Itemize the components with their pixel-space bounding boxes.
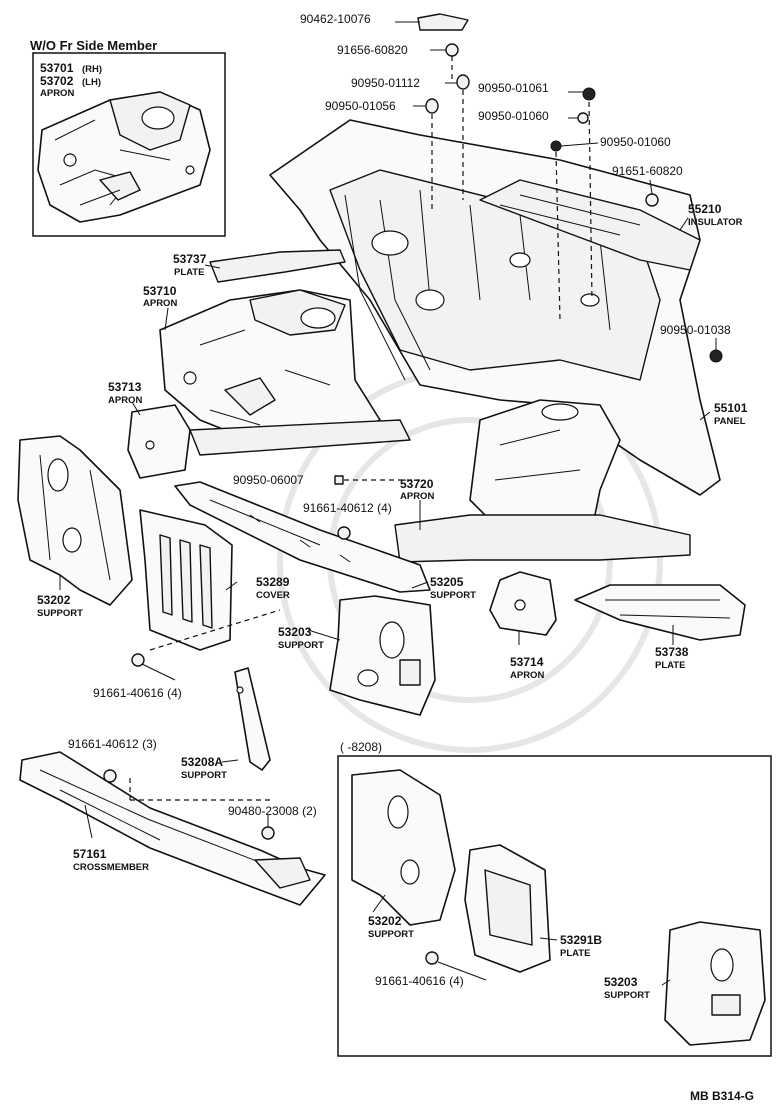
part-55210-insulator — [479, 179, 701, 271]
bolt-91651 — [645, 193, 659, 207]
name-53714: APRON — [510, 670, 544, 681]
label-53289: 53289 — [256, 575, 290, 589]
name-53291b: PLATE — [560, 948, 590, 959]
name-55101: PANEL — [714, 416, 746, 427]
part-53291b-plate — [464, 844, 551, 973]
label-91661-40612-b: 91661-40612 (3) — [68, 737, 157, 751]
leader-lines — [59, 21, 717, 986]
part-53202-support-inset — [351, 769, 456, 926]
name-53737: PLATE — [174, 267, 204, 278]
inset2-frame — [337, 755, 772, 1057]
label-53208a: 53208A — [181, 755, 223, 769]
name-53713: APRON — [108, 395, 142, 406]
diagram-code: MB B314-G — [690, 1089, 754, 1103]
bolt-91661-40612-a — [337, 526, 351, 540]
name-53738: PLATE — [655, 660, 685, 671]
part-53714-apron — [489, 571, 557, 636]
inset-header: W/O Fr Side Member — [30, 38, 157, 53]
label-53203-main: 53203 — [278, 625, 312, 639]
label-90950-01061: 90950-01061 — [478, 81, 549, 95]
name-53203-main: SUPPORT — [278, 640, 324, 651]
label-53291b: 53291B — [560, 933, 602, 947]
part-53713-apron — [127, 404, 191, 479]
label-90950-01060-a: 90950-01060 — [478, 109, 549, 123]
label-90950-06007: 90950-06007 — [233, 473, 304, 487]
label-90480-23008: 90480-23008 (2) — [228, 804, 317, 818]
name-53720: APRON — [400, 491, 434, 502]
part-53203-support-inset — [664, 921, 766, 1046]
clip-90462 — [417, 13, 469, 31]
part-53202-support-main — [17, 435, 133, 606]
name-53202-inset: SUPPORT — [368, 929, 414, 940]
part-53208a-support — [234, 667, 271, 771]
label-53710: 53710 — [143, 284, 177, 298]
name-53202-main: SUPPORT — [37, 608, 83, 619]
name-53289: COVER — [256, 590, 290, 601]
label-90950-01112: 90950-01112 — [351, 76, 420, 90]
inset-part-lh-suffix: (LH) — [82, 77, 101, 88]
label-91651-60820: 91651-60820 — [612, 164, 683, 178]
name-53710: APRON — [143, 298, 177, 309]
name-57161: CROSSMEMBER — [73, 862, 149, 873]
part-57161-crossmember — [19, 751, 326, 906]
label-53203-inset: 53203 — [604, 975, 638, 989]
label-91661-40612-a: 91661-40612 (4) — [303, 501, 392, 515]
label-91661-40616-a: 91661-40616 (4) — [93, 686, 182, 700]
label-53714: 53714 — [510, 655, 544, 669]
nut-90480 — [261, 826, 275, 840]
label-53720: 53720 — [400, 477, 434, 491]
grommet-90950-01038 — [709, 349, 723, 363]
label-57161: 57161 — [73, 847, 107, 861]
label-90950-01060-b: 90950-01060 — [600, 135, 671, 149]
label-53713: 53713 — [108, 380, 142, 394]
label-90462-10076: 90462-10076 — [300, 12, 371, 26]
label-53202-inset: 53202 — [368, 914, 402, 928]
inset-part-lh: 53702 — [40, 74, 74, 88]
label-91661-40616-b: 91661-40616 (4) — [375, 974, 464, 988]
bolt-91661-40612-b — [103, 769, 117, 783]
name-55210: INSULATOR — [688, 217, 743, 228]
label-90950-01038: 90950-01038 — [660, 323, 731, 337]
inset-without-front-side-member: W/O Fr Side Member 53701 (RH) 53702 (LH)… — [30, 38, 226, 237]
part-53738-plate — [574, 584, 746, 641]
part-53203-support-main — [329, 595, 436, 716]
label-55210: 55210 — [688, 202, 722, 216]
bolt-91661-40616-a — [131, 653, 145, 667]
part-53710-apron — [159, 289, 411, 456]
label-53738: 53738 — [655, 645, 689, 659]
inset-up-to-8208: ( -8208) — [337, 740, 772, 1057]
callout-labels: 90462-10076 91656-60820 90950-01112 9095… — [37, 12, 748, 1001]
part-53289-cover — [139, 509, 233, 651]
part-53720-apron — [394, 399, 691, 563]
label-53202-main: 53202 — [37, 593, 71, 607]
label-55101: 55101 — [714, 401, 748, 415]
grommet-90950-06007 — [334, 475, 344, 485]
name-53208a: SUPPORT — [181, 770, 227, 781]
part-53737-plate — [209, 249, 346, 283]
inset-frame — [32, 52, 226, 237]
inset-apron-drawing — [37, 91, 211, 223]
label-53737: 53737 — [173, 252, 207, 266]
grommet-90950-01061 — [582, 87, 596, 101]
name-53205: SUPPORT — [430, 590, 476, 601]
inset-part-rh: 53701 — [40, 61, 74, 75]
inset-part-rh-suffix: (RH) — [82, 64, 102, 75]
grommet-90950-01112 — [456, 74, 470, 90]
inset2-header: ( -8208) — [340, 740, 382, 754]
grommet-90950-01060-b — [550, 140, 562, 152]
inset-part-name: APRON — [40, 88, 74, 99]
grommet-90950-01060-a — [577, 112, 589, 124]
part-53205-support — [174, 481, 431, 593]
label-90950-01056: 90950-01056 — [325, 99, 396, 113]
label-91656-60820: 91656-60820 — [337, 43, 408, 57]
label-53205: 53205 — [430, 575, 464, 589]
bolt-91661-40616-b — [425, 951, 439, 965]
nut-91656 — [445, 43, 459, 57]
grommet-90950-01056 — [425, 98, 439, 114]
name-53203-inset: SUPPORT — [604, 990, 650, 1001]
